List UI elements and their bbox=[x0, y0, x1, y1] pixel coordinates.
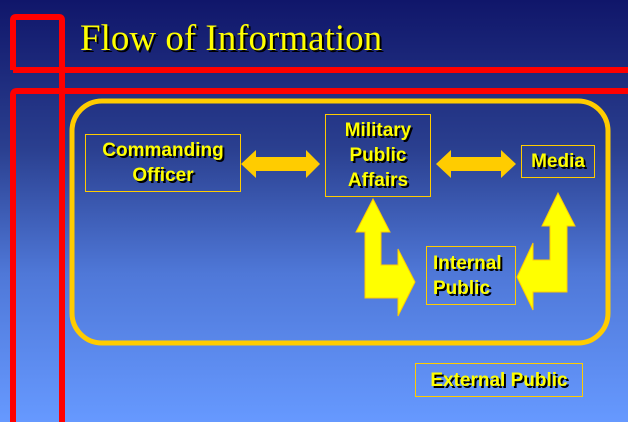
double-arrows bbox=[241, 150, 516, 178]
double-arrow-co-mpa bbox=[241, 150, 320, 178]
node-military-public-affairs: Military Public Affairs bbox=[325, 114, 431, 197]
node-commanding-officer: Commanding Officer bbox=[85, 134, 241, 192]
l-arrow-internal-media bbox=[516, 191, 576, 311]
node-external-public: External Public bbox=[415, 363, 583, 397]
double-arrow-mpa-media bbox=[436, 150, 516, 178]
node-internal-public: Internal Public bbox=[426, 246, 516, 305]
node-media: Media bbox=[521, 145, 595, 178]
red-frame-lines bbox=[10, 14, 628, 422]
slide-title: Flow of Information bbox=[80, 18, 383, 59]
l-arrow-mpa-internal bbox=[355, 197, 416, 317]
l-arrows bbox=[355, 191, 576, 317]
internal-boundary bbox=[69, 98, 611, 346]
